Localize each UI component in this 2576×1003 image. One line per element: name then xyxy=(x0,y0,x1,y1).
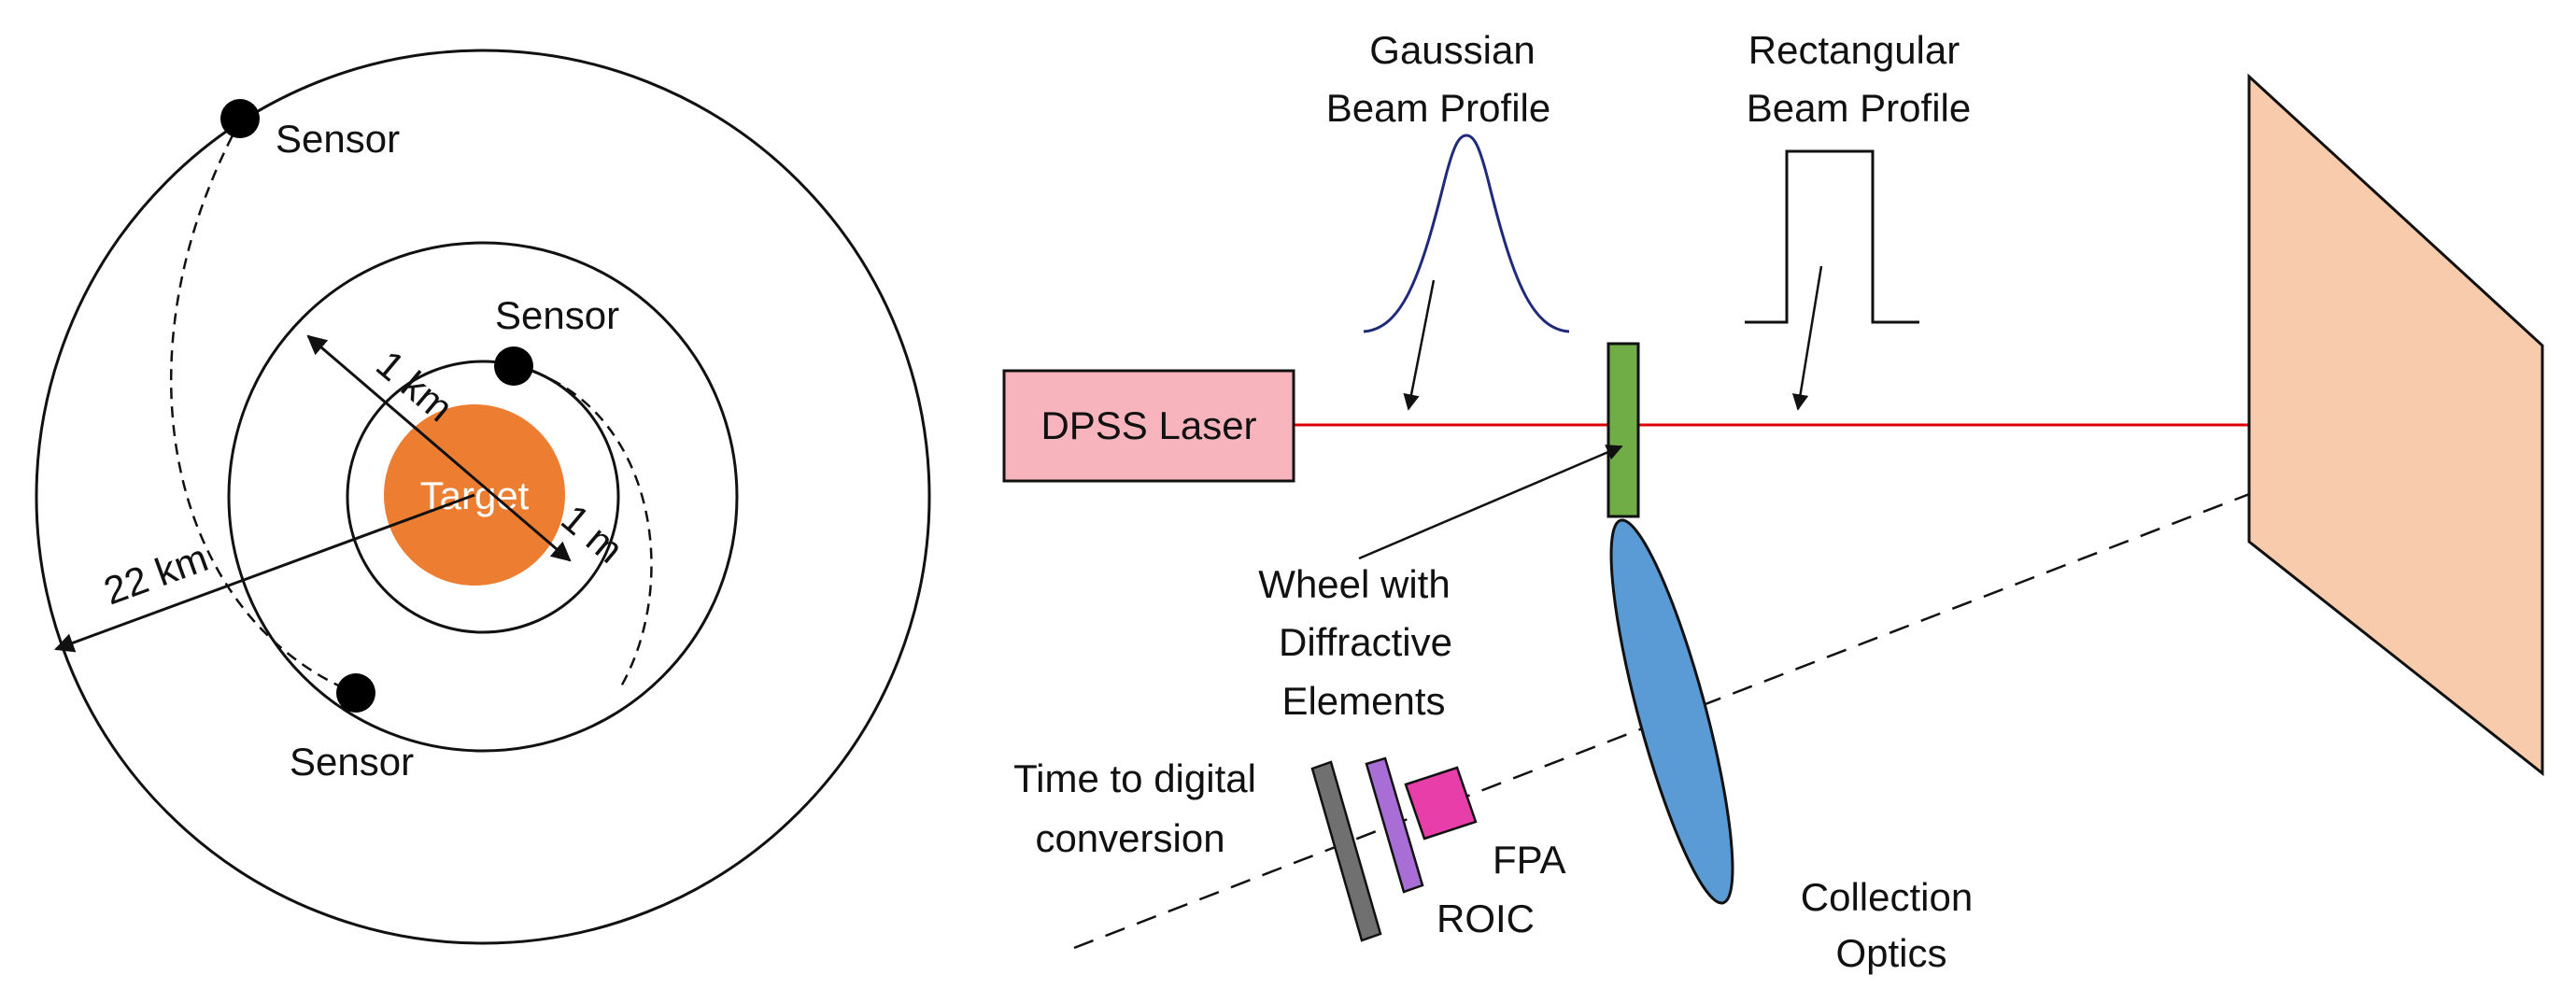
optics-label-line2: Optics xyxy=(1835,931,1946,975)
wheel-label-line2: Diffractive xyxy=(1279,620,1452,664)
dpss-laser-label: DPSS Laser xyxy=(1040,403,1256,447)
laser-system-diagram: DPSS Laser Gaussian Beam Profile Rectang… xyxy=(1002,28,2544,975)
22km-label: 22 km xyxy=(98,535,214,613)
sensor-dot-middle xyxy=(494,346,533,386)
22km-arrow xyxy=(54,493,475,653)
tdc-label-line2: conversion xyxy=(1035,816,1224,860)
collection-optics-lens xyxy=(1609,518,1734,905)
sensor-label-middle: Sensor xyxy=(495,293,619,337)
sensor-label-bottom: Sensor xyxy=(290,740,414,784)
return-path-dashed xyxy=(1073,423,2429,950)
fpa-label: FPA xyxy=(1493,838,1566,882)
outer-sensor-dashed-path xyxy=(170,119,356,695)
wheel-pointer-line xyxy=(1358,445,1623,560)
tdc-label-line1: Time to digital xyxy=(1013,756,1256,800)
gaussian-label-line2: Beam Profile xyxy=(1326,86,1550,130)
middle-range-circle xyxy=(227,241,739,753)
roic-label: ROIC xyxy=(1437,897,1535,940)
rectangular-profile-shape xyxy=(1745,149,1919,324)
rect-label-line1: Rectangular xyxy=(1748,28,1960,72)
range-diagram: Target 1 km 1 m 22 km Sensor Sensor Sens… xyxy=(35,49,931,945)
gaussian-profile-curve xyxy=(1363,134,1570,333)
roic-plate xyxy=(1365,756,1424,894)
gaussian-pointer-arrow xyxy=(1403,279,1436,411)
fpa-block xyxy=(1404,766,1478,841)
sensor-dot-top xyxy=(220,99,260,138)
sensor-label-top: Sensor xyxy=(276,117,400,161)
dpss-laser-box xyxy=(1002,369,1295,483)
1km-arrow xyxy=(306,334,572,562)
rect-pointer-arrow xyxy=(1791,265,1823,411)
tdc-plate xyxy=(1310,760,1382,942)
wheel-label-line1: Wheel with xyxy=(1258,562,1450,606)
rect-label-line2: Beam Profile xyxy=(1747,86,1971,130)
sensor-dot-bottom xyxy=(336,673,375,713)
outer-range-circle xyxy=(35,49,931,945)
optics-label-line1: Collection xyxy=(1801,875,1973,919)
wheel-label-line3: Elements xyxy=(1281,679,1445,723)
target-screen xyxy=(2247,73,2544,777)
inner-sensor-dashed-path xyxy=(515,364,653,687)
diffractive-wheel xyxy=(1606,342,1640,518)
gaussian-label-line1: Gaussian xyxy=(1369,28,1535,72)
1m-label: 1 m xyxy=(553,496,631,572)
